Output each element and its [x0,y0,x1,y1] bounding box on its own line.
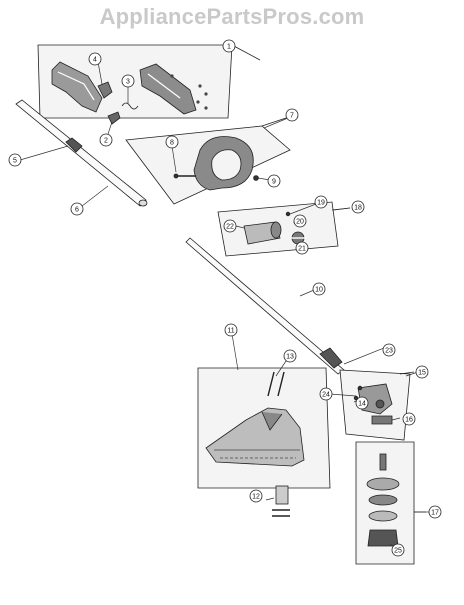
blade-part [371,415,393,425]
callout-circle-16 [402,412,416,426]
shaft-grip [65,137,83,153]
callout-number-2: 2 [104,138,108,145]
callout-number-18: 18 [354,205,362,212]
callout-number-16: 16 [405,417,413,424]
callout-number-14: 14 [358,401,366,408]
shaft-end-collar [319,347,343,369]
callout-circle-6 [70,202,84,216]
callout-circle-18 [351,200,365,214]
callout-number-13: 13 [286,354,294,361]
callout-circle-13 [283,349,297,363]
callout-number-20: 20 [296,219,304,226]
callout-circle-8 [165,135,179,149]
screws-group-1 [170,74,208,110]
callout-number-6: 6 [75,207,79,214]
callout-circle-24 [319,387,333,401]
callout-number-19: 19 [317,200,325,207]
site-watermark: AppliancePartsPros.com [99,4,365,29]
callout-number-3: 3 [126,79,130,86]
lever-part [107,111,121,125]
callout-circle-21 [295,241,309,255]
callout-circle-10 [312,282,326,296]
callout-number-12: 12 [252,494,260,501]
callout-number-4: 4 [93,57,97,64]
callout-circle-3 [121,74,135,88]
callout-circle-9 [267,174,281,188]
callout-number-17: 17 [431,510,439,517]
callout-labels: 1234567891011121314151617181920212223242… [8,39,442,557]
callout-circle-4 [88,52,102,66]
callout-number-22: 22 [226,224,234,231]
trigger-part [97,81,113,99]
callout-number-21: 21 [298,246,306,253]
callout-circle-1 [222,39,236,53]
callout-number-10: 10 [315,287,323,294]
callout-circle-5 [8,153,22,167]
callout-number-1: 1 [227,44,231,51]
callout-number-5: 5 [13,158,17,165]
callout-circle-17 [428,505,442,519]
callout-circle-2 [99,133,113,147]
callout-circle-20 [293,214,307,228]
small-clip-part [275,485,289,505]
callout-number-24: 24 [322,392,330,399]
callout-circle-25 [391,543,405,557]
upper-shaft [15,99,147,207]
callout-number-11: 11 [227,328,234,335]
switch-spring-part [121,102,139,110]
callout-number-23: 23 [385,348,393,355]
callout-circle-23 [382,343,396,357]
callout-number-25: 25 [394,548,402,555]
callout-circle-15 [415,365,429,379]
callout-circle-14 [355,396,369,410]
callout-circle-19 [314,195,328,209]
grass-guard [205,407,305,467]
callout-number-15: 15 [418,370,426,377]
callout-number-9: 9 [272,179,276,186]
callout-number-8: 8 [170,140,174,147]
callout-number-7: 7 [290,113,294,120]
callout-circle-12 [249,489,263,503]
spool-cap [367,529,399,547]
callout-circle-22 [223,219,237,233]
callout-circle-7 [285,108,299,122]
callout-circle-11 [224,323,238,337]
